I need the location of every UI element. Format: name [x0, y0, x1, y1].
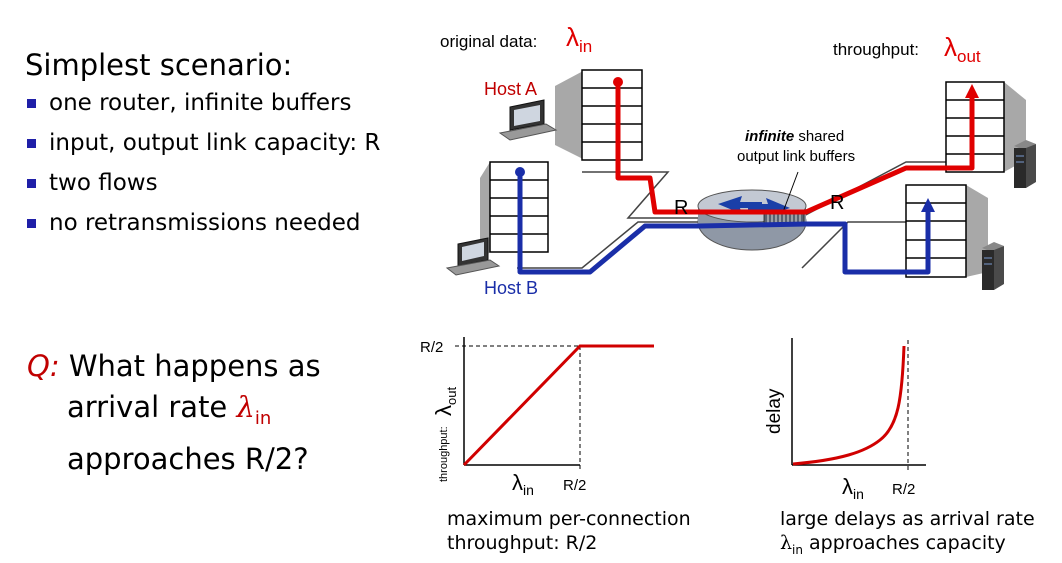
bullet-square-icon — [27, 139, 36, 148]
flow-b-arrowhead-icon — [921, 198, 935, 212]
server-a-icon — [1014, 140, 1036, 188]
question-line-1: Q: What happens as — [27, 349, 321, 383]
host-b-buffer — [480, 161, 549, 262]
host-a-label: Host A — [484, 79, 537, 99]
delay-y-label: delay — [764, 388, 785, 434]
host-a-buffer — [555, 69, 643, 161]
host-b-label: Host B — [484, 278, 538, 298]
router-icon — [697, 189, 807, 251]
host-a-laptop-icon — [498, 99, 558, 141]
throughput-curve — [462, 344, 654, 467]
bullet-item: two flows — [27, 170, 380, 210]
flow-b-start-dot — [515, 167, 525, 177]
link-rate-left-label: R — [674, 197, 688, 219]
buffer-pointer-line — [782, 171, 799, 213]
throughput-x-tick: R/2 — [563, 477, 586, 494]
throughput-plot: R/2 R/2 λin throughput: λout — [420, 337, 654, 498]
lambda-in-label: λin — [566, 22, 592, 56]
throughput-y-tick: R/2 — [420, 339, 443, 356]
bullet-list: one router, infinite buffers input, outp… — [27, 90, 380, 250]
bullet-item: input, output link capacity: R — [27, 130, 380, 170]
throughput-label: throughput: — [833, 40, 919, 59]
bullet-square-icon — [27, 219, 36, 228]
question-line-3: approaches R/2? — [67, 441, 309, 476]
bullet-square-icon — [27, 179, 36, 188]
throughput-x-label: λin — [512, 470, 534, 498]
svg-text:throughput:: throughput: — [438, 426, 450, 482]
throughput-y-label: throughput: λout — [431, 387, 459, 482]
bullet-square-icon — [27, 99, 36, 108]
question-line-2: arrival rate λin — [67, 390, 272, 429]
receiver-b-buffer — [905, 184, 988, 278]
flow-a-arrowhead-icon — [965, 84, 979, 98]
bullet-item: no retransmissions needed — [27, 210, 380, 250]
delay-x-tick: R/2 — [892, 481, 915, 498]
lambda-out-label: λout — [944, 32, 981, 66]
slide-heading: Simplest scenario: — [25, 48, 293, 82]
svg-text:λout: λout — [431, 387, 459, 416]
link-rate-right-label: R — [830, 192, 844, 214]
flow-b-path — [517, 172, 931, 275]
delay-x-label: λin — [842, 474, 864, 502]
flow-a-start-dot — [613, 77, 623, 87]
host-b-laptop-icon — [445, 237, 501, 276]
server-b-icon — [982, 242, 1004, 290]
question-block: Q: What happens as arrival rate λin appr… — [27, 346, 321, 480]
delay-plot: delay R/2 λin — [764, 338, 926, 502]
buffer-label-line2: output link buffers — [737, 148, 855, 165]
bullet-item: one router, infinite buffers — [27, 90, 380, 130]
question-q-label: Q: — [27, 349, 60, 383]
flow-a-path — [615, 82, 975, 215]
original-data-label: original data: — [440, 32, 537, 51]
throughput-caption: maximum per-connection throughput: R/2 — [447, 508, 691, 554]
delay-curve — [792, 345, 906, 466]
delay-caption: large delays as arrival rate λin approac… — [780, 508, 1035, 557]
buffer-label-line1: infinite shared — [745, 128, 844, 145]
